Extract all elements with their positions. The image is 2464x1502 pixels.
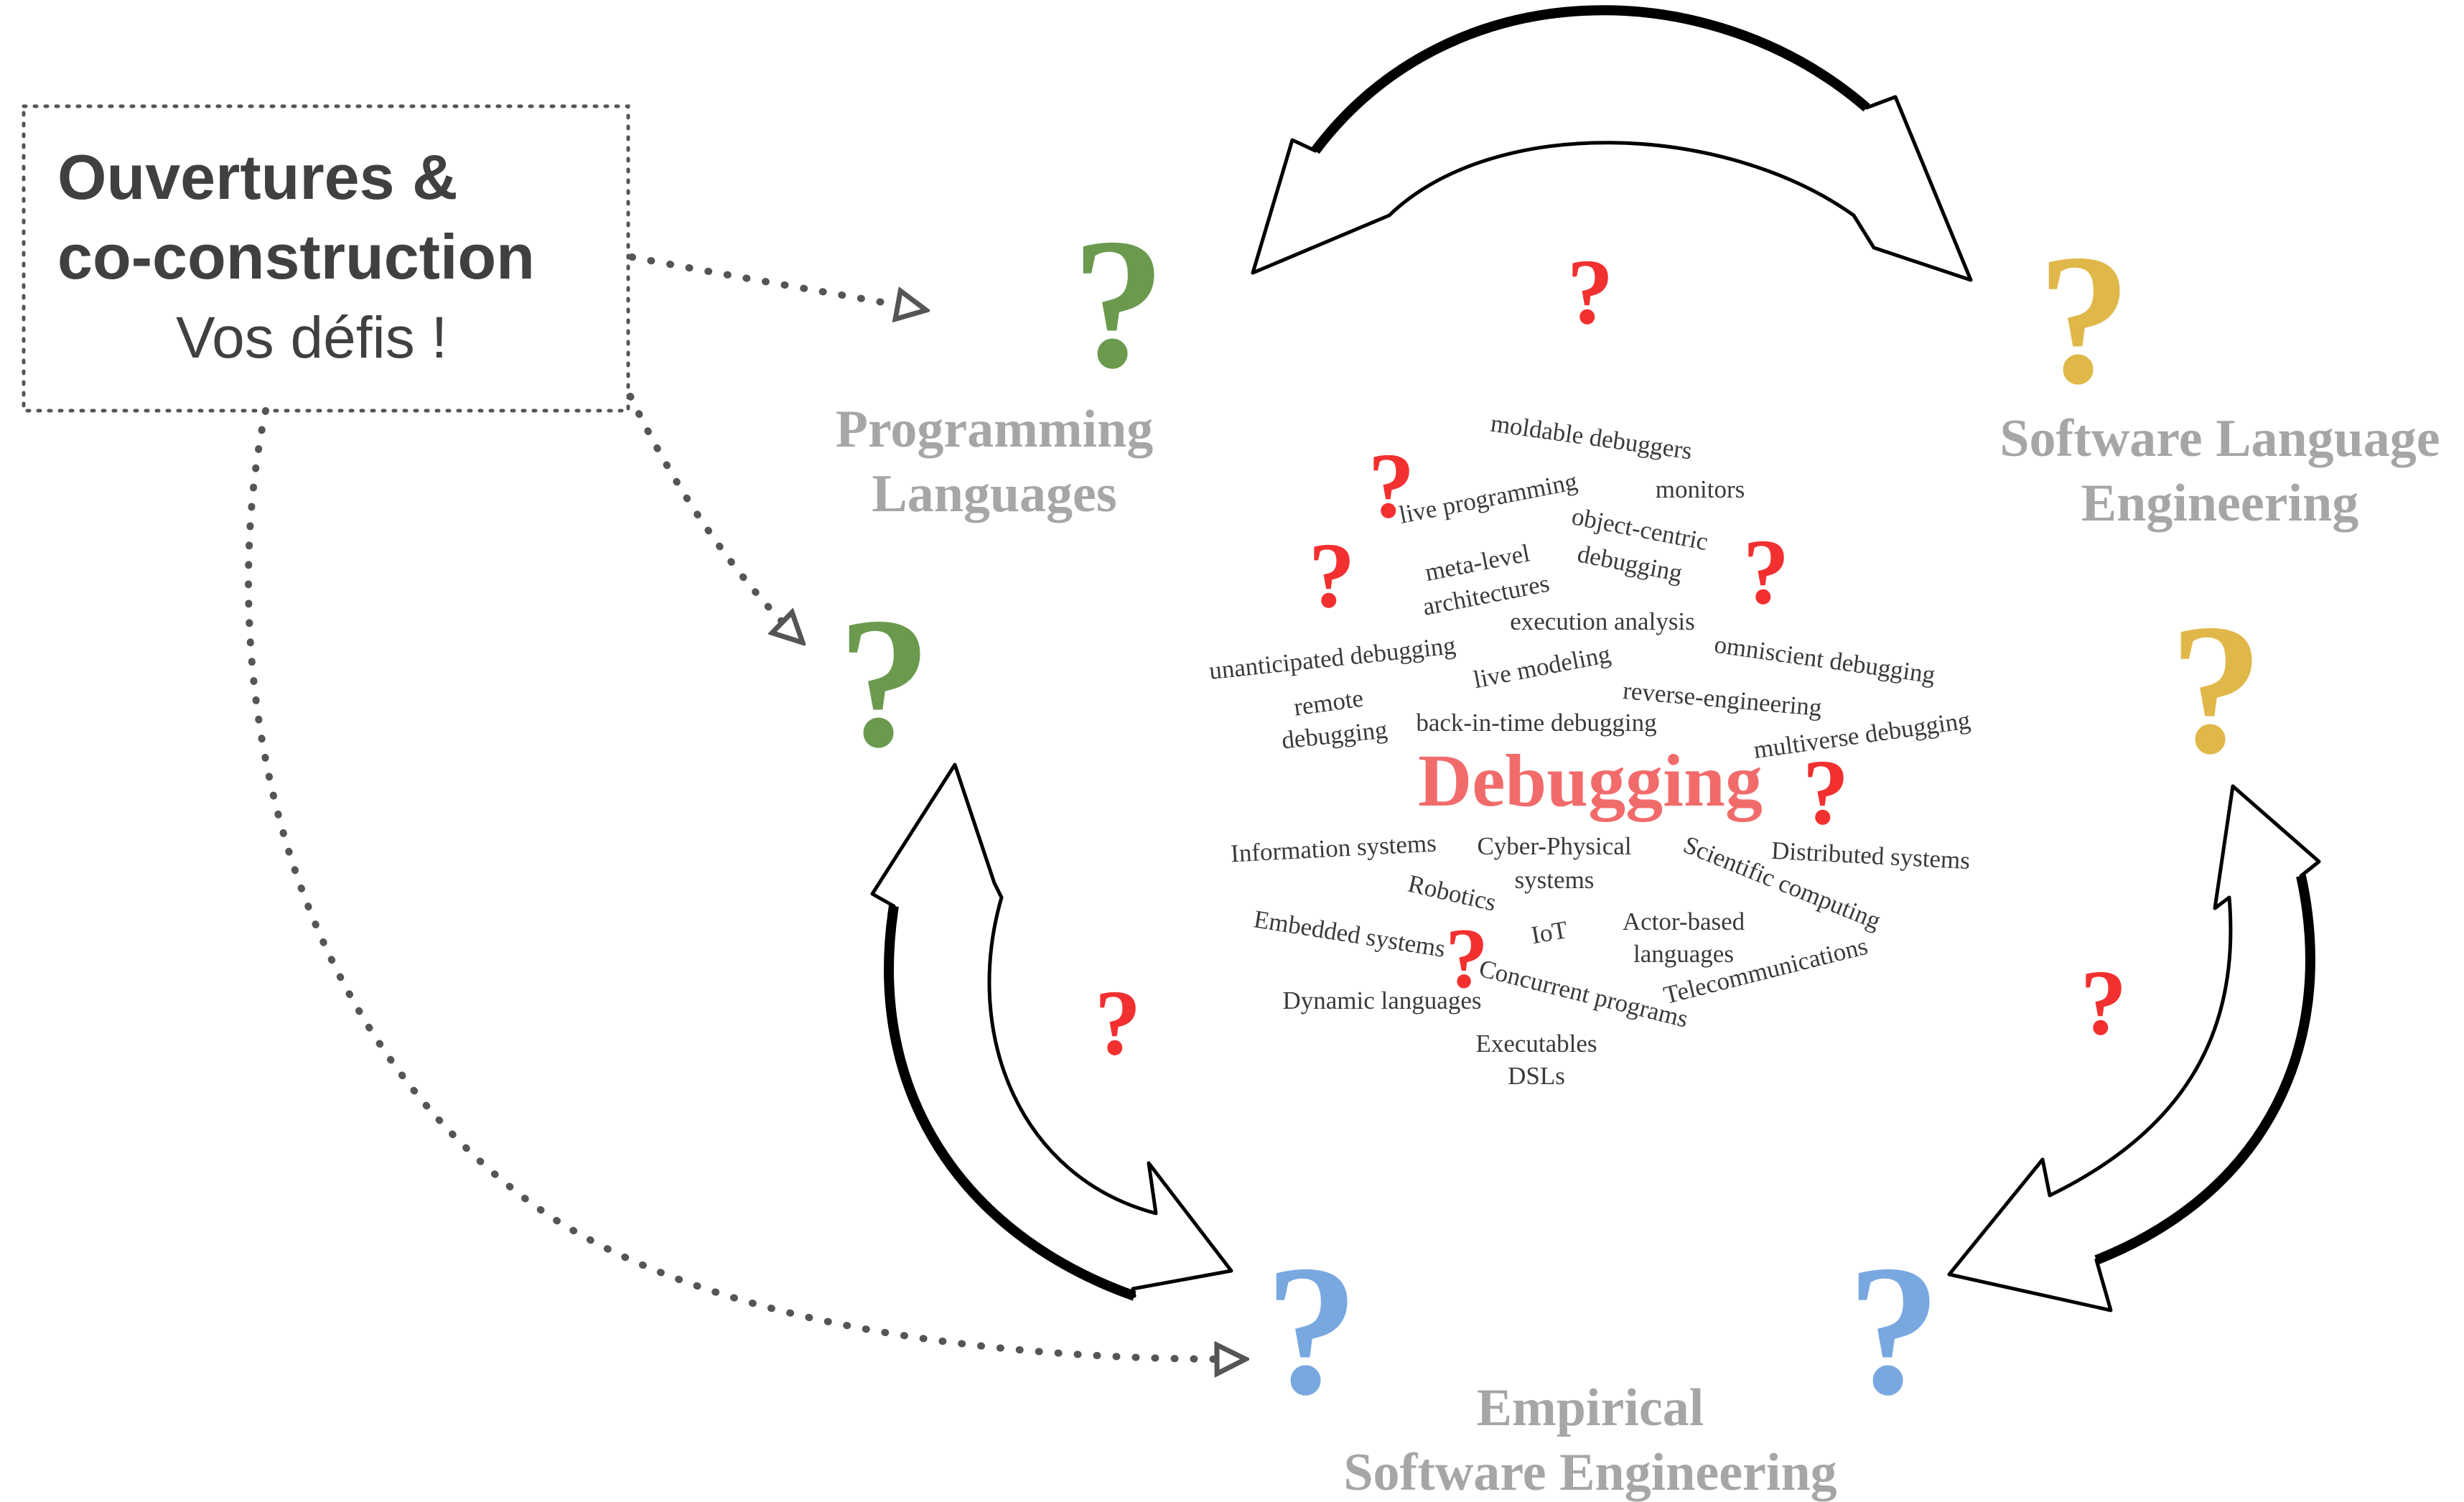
domain-word: Actor-based <box>1623 908 1745 936</box>
domain-word: systems <box>1515 866 1595 894</box>
domain-word: Dynamic languages <box>1283 986 1482 1014</box>
callout-line-3: Vos défis ! <box>176 305 447 370</box>
field-label-line: Engineering <box>2081 474 2358 533</box>
topic-word: moldable debuggers <box>1489 409 1694 465</box>
domain-word: languages <box>1633 940 1734 968</box>
dotted-arrows <box>245 253 1246 1359</box>
red-question-mark: ? <box>1368 434 1415 538</box>
red-question-mark: ? <box>1567 241 1614 344</box>
field-label-line: Software Engineering <box>1343 1443 1837 1502</box>
topic-word: execution analysis <box>1510 607 1695 635</box>
domain-word: Executables <box>1475 1030 1597 1058</box>
application-domains: Information systems Cyber-Physical syste… <box>1230 829 1971 1090</box>
domain-word: DSLs <box>1508 1062 1565 1090</box>
red-question-mark: ? <box>1445 910 1488 1006</box>
topic-word: back-in-time debugging <box>1416 709 1656 737</box>
blue-question-mark-right: ? <box>1847 1227 1941 1434</box>
field-label-line: Languages <box>872 465 1116 523</box>
domain-word: Distributed systems <box>1770 836 1971 874</box>
red-question-mark: ? <box>1743 521 1790 624</box>
topic-word: debugging <box>1280 715 1389 754</box>
red-question-mark: ? <box>1095 971 1142 1075</box>
domain-word: Information systems <box>1230 829 1437 868</box>
dotted-arrow-to-empirical <box>245 407 1246 1359</box>
callout-dotted-border <box>22 104 630 413</box>
red-question-mark: ? <box>1309 524 1355 628</box>
field-label-line: Programming <box>836 400 1154 459</box>
dotted-arrow-to-green-question <box>627 393 803 643</box>
callout-line-2: co-construction <box>57 221 535 292</box>
topic-word: live modeling <box>1471 640 1613 694</box>
topic-word: unanticipated debugging <box>1208 631 1457 685</box>
callout-line-1: Ouvertures & <box>57 141 458 213</box>
green-question-mark-left: ? <box>838 579 931 786</box>
domain-word: Cyber-Physical <box>1477 832 1631 860</box>
field-label-line: Empirical <box>1477 1379 1704 1437</box>
right-double-arrow <box>1947 784 2321 1312</box>
topic-word: remote <box>1292 684 1366 722</box>
top-double-arrow <box>1251 5 1973 282</box>
topic-word: live programming <box>1397 467 1580 529</box>
red-question-mark: ? <box>1803 741 1849 844</box>
topic-word: omniscient debugging <box>1712 630 1937 689</box>
field-empirical-software-engineering: Empirical Software Engineering <box>1343 1379 1837 1502</box>
gold-question-mark-right: ? <box>2170 586 2263 793</box>
topic-word: monitors <box>1656 475 1745 503</box>
left-double-arrow <box>870 762 1233 1301</box>
blue-question-mark-left: ? <box>1265 1227 1358 1434</box>
gold-question-mark-top: ? <box>2038 216 2131 423</box>
domain-word: IoT <box>1529 915 1570 949</box>
field-label-line: Software Language <box>1999 409 2440 468</box>
red-question-mark: ? <box>2081 951 2127 1055</box>
dotted-arrow-to-programming-languages <box>628 253 926 310</box>
debugging-title: Debugging <box>1418 740 1763 822</box>
field-software-language-engineering: Software Language Engineering <box>1999 409 2440 533</box>
domain-word: Robotics <box>1406 869 1499 917</box>
challenges-callout: Ouvertures & co-construction Vos défis ! <box>22 104 630 413</box>
domain-word: Embedded systems <box>1252 905 1447 963</box>
green-question-mark-top: ? <box>1072 200 1165 407</box>
field-programming-languages: Programming Languages <box>836 400 1154 523</box>
